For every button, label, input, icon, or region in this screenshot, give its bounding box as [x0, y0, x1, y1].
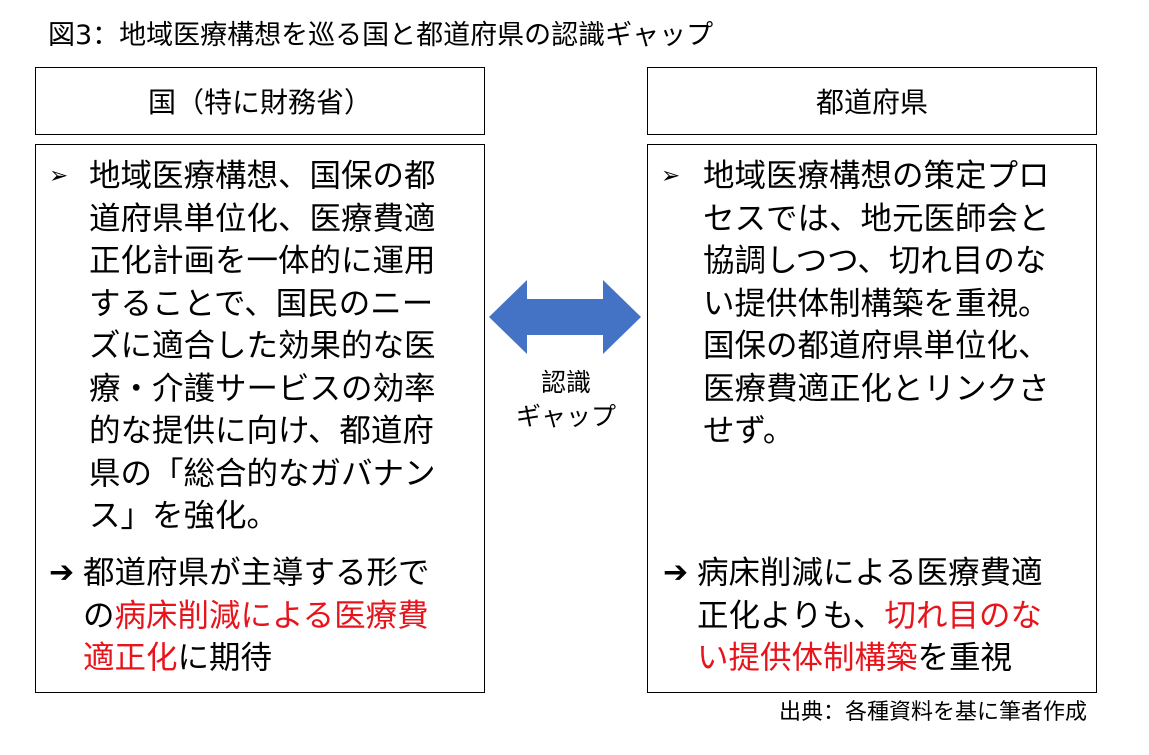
left-conclusion-text: に期待: [177, 640, 273, 676]
left-content-box: ➢ 地域医療構想、国保の都 道府県単位化、医療費適 正化計画を一体的に運用 する…: [35, 144, 485, 693]
left-conclusion-text: の: [83, 597, 115, 634]
right-line: い提供体制構築を重視。: [703, 285, 1050, 322]
double-arrow-icon: [489, 280, 641, 354]
right-conclusion-emphasis: い提供体制構築: [697, 640, 918, 676]
right-line: セスでは、地元医師会と: [703, 200, 1050, 237]
left-line: ズに適合した効果的な医: [89, 328, 436, 364]
right-conclusion-line1: 病床削減による医療費適: [697, 555, 1043, 591]
right-line: せず。: [703, 413, 795, 449]
left-header-box: 国（特に財務省）: [35, 67, 485, 135]
right-conclusion-arrow-icon: ➔: [663, 555, 689, 590]
left-conclusion: 都道府県が主導する形で の病床削減による医療費 適正化に期待: [83, 552, 430, 680]
right-line: 地域医療構想の策定プロ: [703, 158, 1050, 194]
source-note: 出典：各種資料を基に筆者作成: [778, 700, 1087, 725]
gap-label-line2: ギャップ: [515, 402, 616, 431]
left-line: 県の「総合的なガバナン: [89, 455, 436, 492]
left-conclusion-line1: 都道府県が主導する形で: [83, 555, 430, 591]
right-conclusion-text: を重視: [917, 640, 1013, 676]
right-line: 医療費適正化とリンクさ: [703, 370, 1050, 407]
left-line: 地域医療構想、国保の都: [89, 158, 436, 194]
left-line: 正化計画を一体的に運用: [89, 243, 436, 279]
left-conclusion-arrow-icon: ➔: [49, 555, 75, 590]
right-header-box: 都道府県: [647, 67, 1097, 135]
left-line: ス」を強化。: [89, 498, 279, 534]
right-bullet-icon: ➢: [661, 163, 681, 189]
left-conclusion-emphasis: 病床削減による医療費: [114, 597, 429, 634]
left-line: 道府県単位化、医療費適: [89, 200, 436, 237]
right-content-box: ➢ 地域医療構想の策定プロ セスでは、地元医師会と 協調しつつ、切れ目のな い提…: [647, 144, 1097, 693]
right-header-label: 都道府県: [815, 86, 928, 119]
right-line: 協調しつつ、切れ目のな: [703, 243, 1047, 279]
double-arrow-shape: [489, 280, 641, 354]
right-conclusion-text: 正化よりも、: [697, 597, 885, 634]
left-bullet-icon: ➢: [49, 163, 69, 189]
left-line: 的な提供に向け、都道府: [89, 413, 434, 449]
left-line: 療・介護サービスの効率: [89, 370, 436, 407]
gap-label-line1: 認識: [540, 368, 591, 397]
left-main-text: 地域医療構想、国保の都 道府県単位化、医療費適 正化計画を一体的に運用 すること…: [89, 155, 436, 538]
right-conclusion: 病床削減による医療費適 正化よりも、切れ目のな い提供体制構築を重視: [697, 552, 1043, 680]
right-main-text: 地域医療構想の策定プロ セスでは、地元医師会と 協調しつつ、切れ目のな い提供体…: [703, 155, 1050, 453]
left-header-label: 国（特に財務省）: [147, 86, 372, 119]
left-conclusion-emphasis: 適正化: [83, 640, 178, 676]
left-line: することで、国民のニー: [89, 285, 434, 322]
right-conclusion-emphasis: 切れ目のな: [884, 597, 1042, 634]
figure-title: 図3：地域医療構想を巡る国と都道府県の認識ギャップ: [48, 20, 714, 51]
right-line: 国保の都道府県単位化、: [703, 328, 1050, 364]
